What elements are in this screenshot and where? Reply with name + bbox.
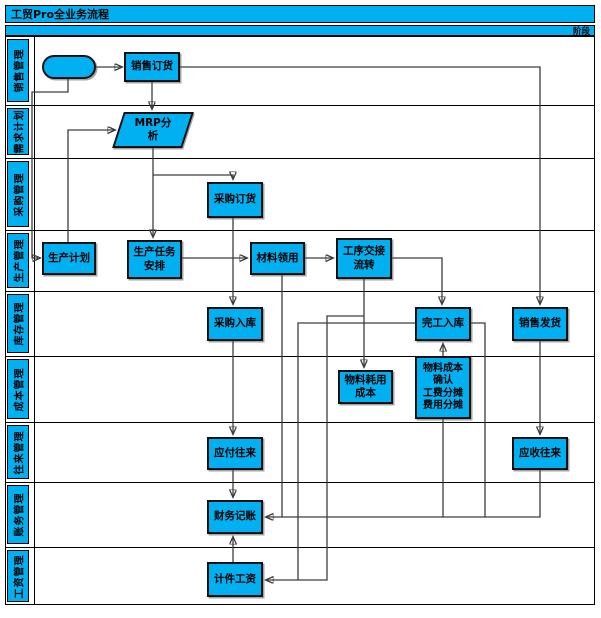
- lane-label-text: 工资管理: [14, 554, 26, 598]
- lane-divider: [6, 158, 594, 159]
- lane-divider: [6, 291, 594, 292]
- node-piece-rate-wages: 计件工资: [207, 562, 263, 597]
- lane-label-purchasing: 采购管理: [7, 161, 29, 227]
- lane-label-text: 采购管理: [14, 172, 26, 216]
- node-completion-receipt: 完工入库: [415, 307, 471, 341]
- lane-label-text: 往来管理: [14, 430, 26, 474]
- phase-label: 阶段: [572, 26, 590, 37]
- lane-label-text: 账务管理: [14, 492, 26, 537]
- node-production-task: 生产任务 安排: [127, 240, 182, 279]
- lane-label-inventory: 库存管理: [7, 294, 29, 353]
- node-material-requisition: 材料领用: [250, 242, 305, 275]
- lane-divider: [6, 356, 594, 357]
- lane-divider: [6, 422, 594, 423]
- lane-divider: [6, 105, 594, 106]
- lane-divider: [6, 547, 594, 548]
- lane-label-text: 生产管理: [14, 238, 26, 283]
- lane-label-accounting: 账务管理: [7, 485, 29, 544]
- lane-divider: [6, 482, 594, 483]
- node-purchase-receipt: 采购入库: [207, 307, 263, 341]
- node-start-terminator: [42, 55, 96, 79]
- lane-label-production: 生产管理: [7, 233, 29, 288]
- diagram-title: 工贸Pro全业务流程: [11, 8, 110, 21]
- lane-label-text: 成本管理: [14, 367, 26, 411]
- node-financial-bookkeeping: 财务记账: [207, 500, 263, 534]
- lane-label-demand: 需求计划: [7, 108, 29, 155]
- lane-label-dealings: 往来管理: [7, 425, 29, 479]
- lane-label-separator: [34, 37, 35, 604]
- node-purchase-order: 采购订货: [207, 182, 263, 218]
- node-sales-order: 销售订货: [124, 52, 180, 82]
- node-process-handover: 工序交接 流转: [336, 238, 392, 279]
- node-label: MRP分 析: [134, 116, 172, 142]
- swimlane-area: [5, 36, 595, 605]
- node-material-consumption-cost: 物料耗用 成本: [338, 370, 393, 404]
- lane-divider: [6, 230, 594, 231]
- lane-label-payroll: 工资管理: [7, 550, 29, 602]
- node-sales-delivery: 销售发货: [512, 307, 568, 341]
- lane-label-cost: 成本管理: [7, 359, 29, 419]
- lane-label-text: 销售管理: [14, 48, 26, 93]
- diagram-title-bar: 工贸Pro全业务流程: [5, 5, 595, 23]
- phase-bar: 阶段: [5, 25, 595, 37]
- lane-label-text: 库存管理: [14, 301, 26, 346]
- lane-label-text: 需求计划: [14, 109, 26, 154]
- lane-label-sales: 销售管理: [7, 39, 29, 102]
- node-cost-confirmation-allocation: 物料成本 确认 工费分摊 费用分摊: [415, 356, 471, 419]
- node-mrp-analysis: MRP分 析: [112, 112, 194, 148]
- node-accounts-receivable: 应收往来: [512, 437, 568, 470]
- node-production-plan: 生产计划: [42, 242, 96, 275]
- node-accounts-payable: 应付往来: [207, 437, 263, 470]
